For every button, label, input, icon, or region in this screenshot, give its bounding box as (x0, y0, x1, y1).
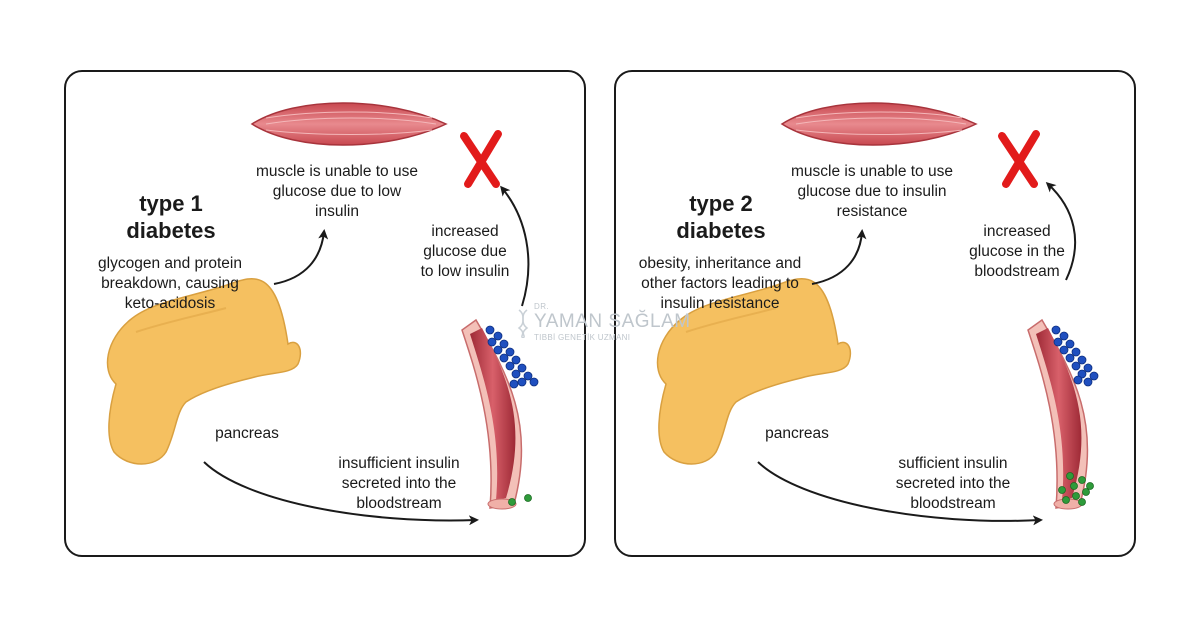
arrow-vessel-to-muscle (1045, 181, 1077, 281)
arrow-vessel-to-muscle (500, 185, 530, 307)
pancreas-icon (106, 278, 302, 465)
vessel-label: increased glucose in the bloodstream (969, 223, 1065, 280)
type2-panel: type 2 diabetes muscle is unable to use … (614, 70, 1136, 557)
arrow-cause-to-muscle (273, 229, 329, 285)
arrow-cause-to-muscle (811, 229, 867, 285)
watermark-name: YAMAN SAĞLAM (534, 311, 691, 332)
muscle-label: muscle is unable to use glucose due to i… (791, 163, 953, 220)
pancreas-label: pancreas (765, 425, 829, 442)
muscle-label: muscle is unable to use glucose due to l… (256, 163, 418, 220)
panel-title: type 2 diabetes (676, 191, 766, 243)
watermark-prefix: DR. (534, 302, 550, 311)
muscle-icon (250, 102, 448, 146)
arrow-pancreas-to-vessel (757, 461, 1043, 526)
cause-label: obesity, inheritance and other factors l… (638, 255, 802, 312)
insulin-label: sufficient insulin secreted into the blo… (895, 455, 1011, 512)
cross-icon (460, 130, 502, 188)
type1-illustration (106, 102, 539, 526)
blood-vessel-icon (461, 318, 523, 510)
vessel-label: increased glucose due to low insulin (420, 223, 510, 280)
insulin-molecules (1058, 472, 1094, 506)
pancreas-label: pancreas (215, 425, 279, 442)
glucose-molecules (1051, 325, 1099, 387)
cross-icon (998, 130, 1040, 188)
type1-panel: type 1 diabetes muscle is unable to use … (64, 70, 586, 557)
watermark: DR. YAMAN SAĞLAM TIBBİ GENETİK UZMANI (517, 302, 691, 342)
watermark-subtitle: TIBBİ GENETİK UZMANI (534, 333, 631, 342)
panel-title: type 1 diabetes (126, 191, 216, 243)
pancreas-icon (656, 278, 852, 465)
dna-logo-icon (517, 309, 529, 338)
type2-illustration (656, 102, 1099, 526)
insulin-label: insufficient insulin secreted into the b… (338, 455, 460, 512)
insulin-molecules (508, 494, 532, 506)
blood-vessel-icon (1027, 318, 1089, 510)
muscle-icon (780, 102, 978, 146)
arrow-pancreas-to-vessel (203, 461, 479, 526)
glucose-molecules (485, 325, 539, 389)
cause-label: glycogen and protein breakdown, causing … (98, 255, 242, 312)
